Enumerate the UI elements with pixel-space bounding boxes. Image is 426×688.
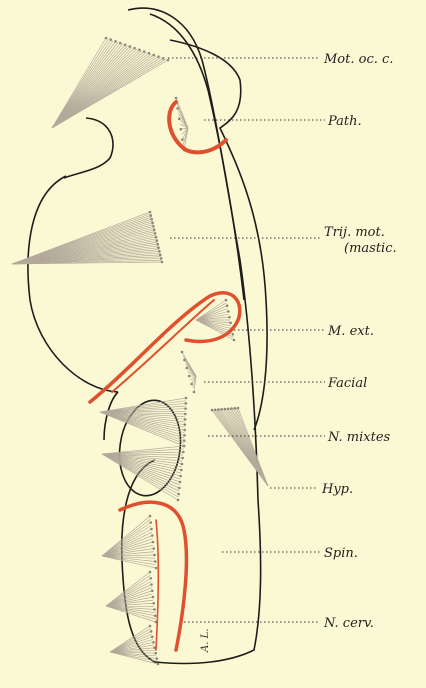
label-trij-mot-sub: (mastic. bbox=[344, 241, 397, 256]
label-trij-mot: Trij. mot. bbox=[324, 225, 385, 240]
artist-signature: A. L. bbox=[200, 629, 211, 653]
label-path: Path. bbox=[327, 114, 362, 129]
fascicle-mot-oc-c bbox=[52, 37, 169, 128]
fascicle-m-ext bbox=[196, 299, 235, 342]
red-nerve-tracts bbox=[90, 102, 240, 650]
fascicle-n-cerv-1 bbox=[102, 515, 157, 570]
fascicle-n-cerv-3 bbox=[110, 625, 159, 666]
fascicle-facial bbox=[181, 351, 196, 394]
nerve-fascicles bbox=[12, 37, 268, 666]
label-spin: Spin. bbox=[324, 546, 358, 561]
fascicle-n-mixtes-1 bbox=[100, 397, 187, 448]
fascicle-hyp bbox=[211, 407, 268, 486]
label-hyp: Hyp. bbox=[321, 482, 353, 497]
fascicle-n-cerv-2 bbox=[106, 571, 157, 624]
labels: Mot. oc. c. Path. Trij. mot. (mastic. M.… bbox=[321, 52, 397, 631]
label-mot-oc-c: Mot. oc. c. bbox=[323, 52, 393, 67]
label-facial: Facial bbox=[327, 376, 367, 391]
label-n-mixtes: N. mixtes bbox=[327, 430, 391, 445]
label-m-ext: M. ext. bbox=[327, 324, 374, 339]
label-n-cerv: N. cerv. bbox=[323, 616, 374, 631]
